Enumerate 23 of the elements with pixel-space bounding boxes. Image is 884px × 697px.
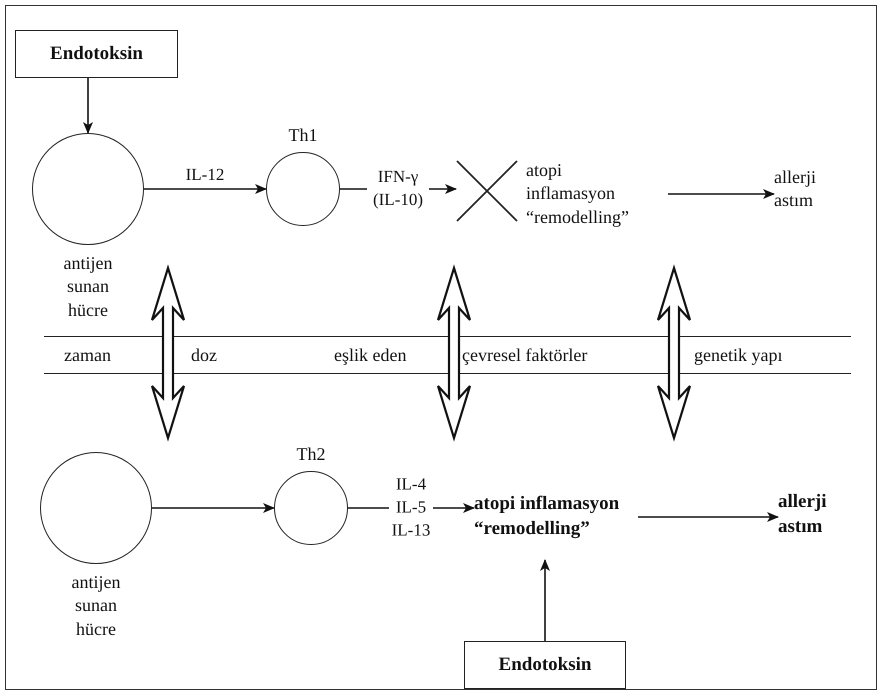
arrow xyxy=(668,189,775,199)
factor-label: doz xyxy=(191,344,217,367)
arrow xyxy=(83,78,93,134)
cell-label: Th2 xyxy=(296,442,326,466)
cell-label: Th1 xyxy=(288,124,318,147)
arrow xyxy=(638,512,779,522)
process-box: Endotoksin xyxy=(464,641,626,689)
cell-label: antijen sunan hücre xyxy=(70,571,122,641)
factor-label: çevresel faktörler xyxy=(462,344,588,367)
edge-label: IL-12 xyxy=(186,164,224,186)
outcome-text: allerji astım xyxy=(778,490,828,539)
arrow xyxy=(152,503,275,513)
outcome-text: allerji astım xyxy=(774,166,817,212)
factor-band xyxy=(44,336,851,374)
factor-label: zaman xyxy=(64,344,111,367)
factor-label: eşlik eden xyxy=(334,344,406,367)
outcome-text: atopi inflamasyon “remodelling” xyxy=(526,158,630,229)
arrow xyxy=(144,184,267,194)
process-box: Endotoksin xyxy=(15,30,178,78)
cell-label: antijen sunan hücre xyxy=(62,252,114,322)
arrow xyxy=(540,559,550,641)
outcome-text: atopi inflamasyon “remodelling” xyxy=(474,492,620,541)
factor-label: genetik yapı xyxy=(694,344,782,367)
